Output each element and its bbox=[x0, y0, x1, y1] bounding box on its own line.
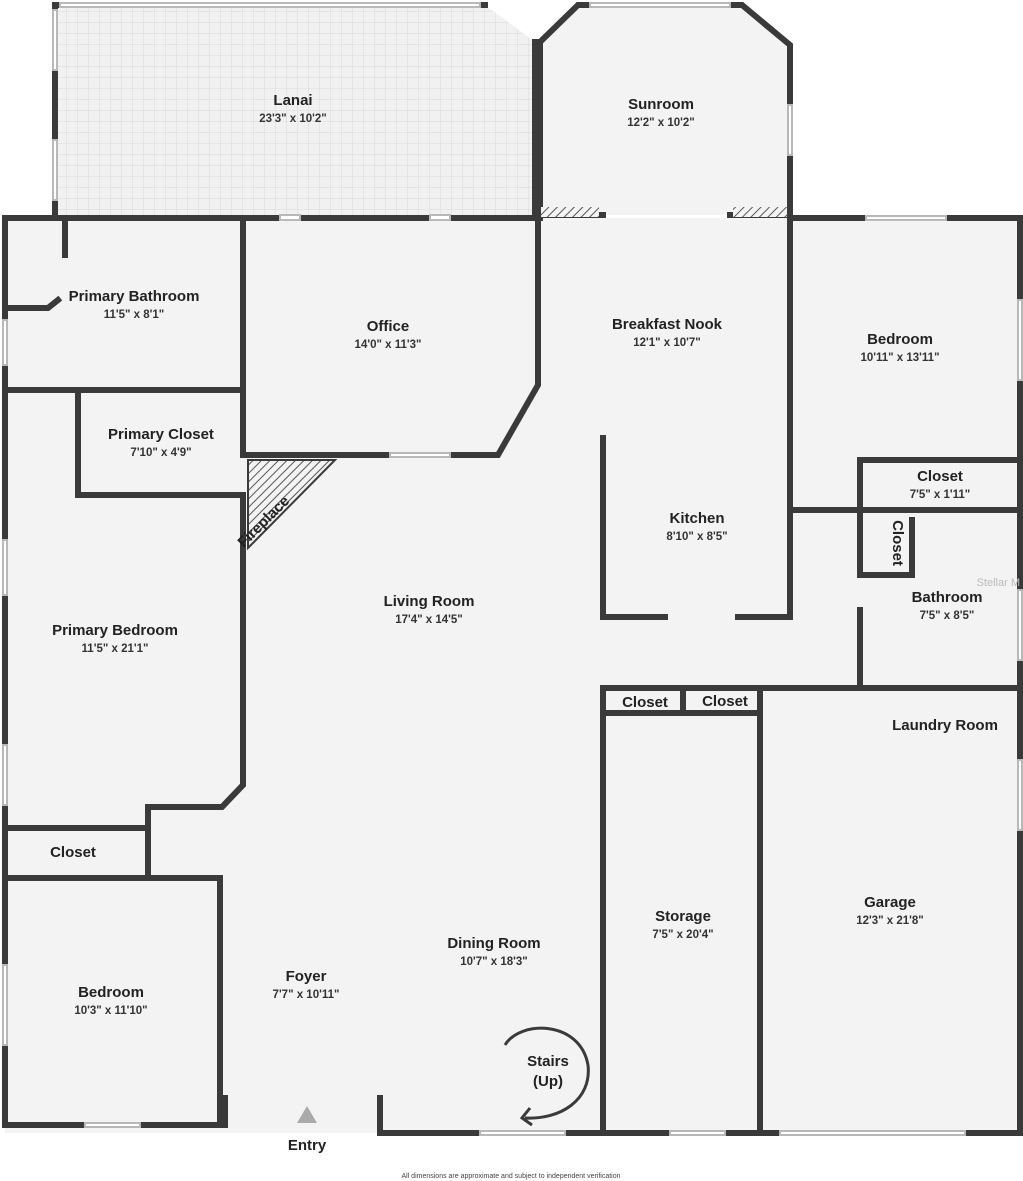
room-dim-dining-room: 10'7" x 18'3" bbox=[460, 956, 528, 968]
room-dim-sunroom: 12'2" x 10'2" bbox=[627, 117, 695, 129]
room-dim-office: 14'0" x 11'3" bbox=[355, 339, 422, 351]
room-name-dining-room: Dining Room bbox=[447, 935, 540, 952]
room-name-foyer: Foyer bbox=[286, 968, 327, 985]
room-name-living-room: Living Room bbox=[384, 593, 475, 610]
room-name-kitchen: Kitchen bbox=[669, 510, 724, 527]
room-name-closet-east: Closet bbox=[917, 468, 963, 485]
room-labels: Lanai 23'3" x 10'2" Sunroom 12'2" x 10'2… bbox=[50, 92, 998, 1017]
room-name-bedroom-west: Bedroom bbox=[78, 984, 144, 1001]
floor-fill bbox=[5, 5, 1020, 1133]
room-dim-garage: 12'3" x 21'8" bbox=[856, 915, 924, 927]
room-dim-kitchen: 8'10" x 8'5" bbox=[666, 531, 727, 543]
room-name-bedroom-east: Bedroom bbox=[867, 331, 933, 348]
entry-arrow-icon bbox=[297, 1106, 317, 1123]
sunroom-divider-left bbox=[541, 207, 599, 217]
entry-label: Entry bbox=[288, 1137, 327, 1154]
stairs-label-1: Stairs bbox=[527, 1053, 569, 1070]
watermark: Stellar M bbox=[977, 577, 1020, 589]
room-name-closet-vertical: Closet bbox=[889, 520, 906, 566]
room-name-lanai: Lanai bbox=[273, 92, 312, 109]
room-dim-foyer: 7'7" x 10'11" bbox=[273, 989, 340, 1001]
room-dim-bedroom-west: 10'3" x 11'10" bbox=[74, 1005, 147, 1017]
disclaimer: All dimensions are approximate and subje… bbox=[401, 1173, 620, 1180]
room-dim-bathroom: 7'5" x 8'5" bbox=[920, 610, 975, 622]
room-dim-lanai: 23'3" x 10'2" bbox=[259, 113, 327, 125]
room-name-sunroom: Sunroom bbox=[628, 96, 694, 113]
room-name-primary-bedroom: Primary Bedroom bbox=[52, 622, 178, 639]
fireplace bbox=[247, 459, 338, 551]
room-dim-storage: 7'5" x 20'4" bbox=[652, 929, 713, 941]
room-dim-closet-east: 7'5" x 1'11" bbox=[910, 489, 971, 501]
room-name-office: Office bbox=[367, 318, 410, 335]
room-name-closet-a: Closet bbox=[622, 694, 668, 711]
room-name-closet-b: Closet bbox=[702, 693, 748, 710]
stairs-label-2: (Up) bbox=[533, 1073, 563, 1090]
room-dim-primary-bathroom: 11'5" x 8'1" bbox=[104, 309, 165, 321]
room-dim-primary-closet: 7'10" x 4'9" bbox=[130, 447, 191, 459]
room-dim-living-room: 17'4" x 14'5" bbox=[395, 614, 463, 626]
room-name-primary-bathroom: Primary Bathroom bbox=[69, 288, 200, 305]
sunroom-divider-right bbox=[733, 207, 787, 217]
room-dim-primary-bedroom: 11'5" x 21'1" bbox=[82, 643, 149, 655]
stairs bbox=[503, 1026, 590, 1127]
room-name-breakfast-nook: Breakfast Nook bbox=[612, 316, 723, 333]
room-name-bathroom: Bathroom bbox=[912, 589, 983, 606]
room-name-closet-west: Closet bbox=[50, 844, 96, 861]
room-name-laundry-room: Laundry Room bbox=[892, 717, 998, 734]
room-dim-breakfast-nook: 12'1" x 10'7" bbox=[633, 337, 701, 349]
room-dim-bedroom-east: 10'11" x 13'11" bbox=[860, 352, 939, 364]
windows bbox=[2, 2, 1023, 1136]
room-name-primary-closet: Primary Closet bbox=[108, 426, 214, 443]
room-name-garage: Garage bbox=[864, 894, 916, 911]
room-name-storage: Storage bbox=[655, 908, 711, 925]
